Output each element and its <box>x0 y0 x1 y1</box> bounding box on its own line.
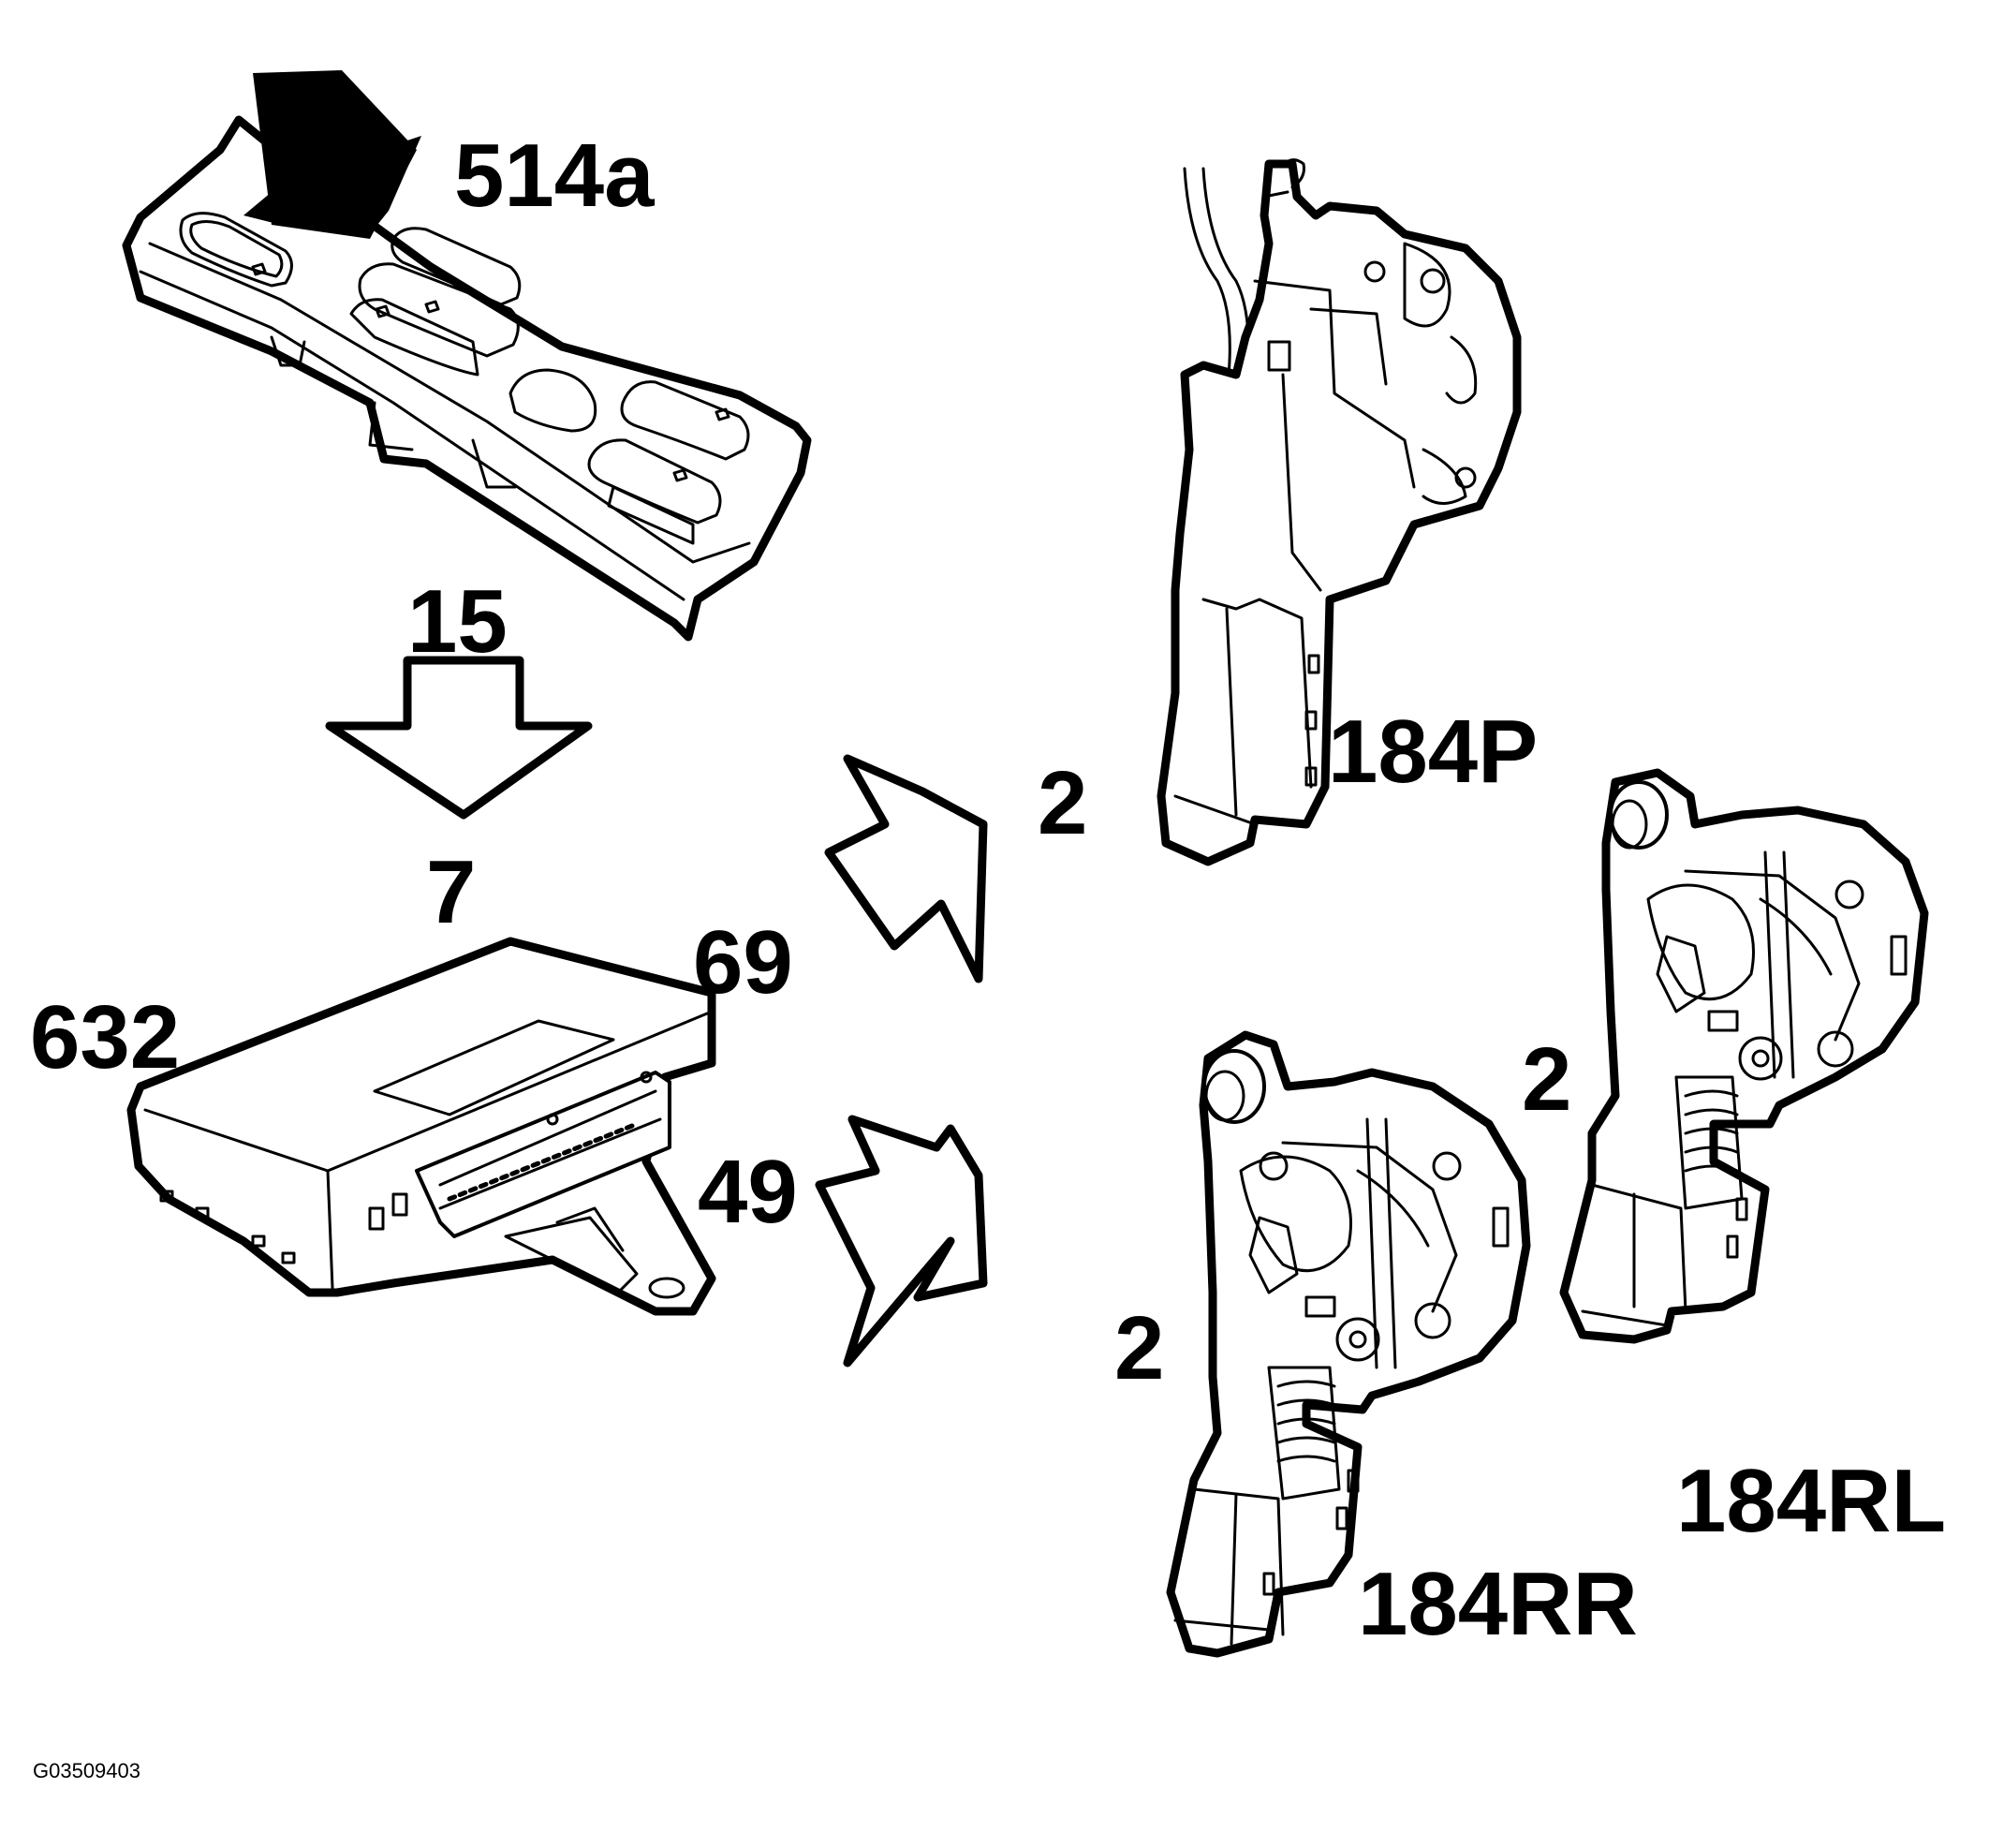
module-label: 632 <box>30 987 181 1087</box>
door-lock-actuator-front <box>1157 158 1522 866</box>
lock-rr-label: 184RR <box>1358 1554 1638 1654</box>
wire-count-rl-label: 2 <box>1522 1029 1572 1130</box>
lock-p-label: 184P <box>1328 702 1539 802</box>
door-lock-actuator-rear-right <box>1166 1030 1531 1658</box>
hollow-down-arrow-icon <box>325 656 593 820</box>
door-lock-actuator-rear-left <box>1559 768 1929 1344</box>
switch-panel-label: 514a <box>454 126 655 226</box>
lock-rl-label: 184RL <box>1676 1451 1947 1551</box>
figure-id: G03509403 <box>33 1759 140 1782</box>
wire-count-p-label: 2 <box>1038 753 1088 853</box>
wire-count-top-label: 15 <box>407 571 508 672</box>
control-module <box>126 937 716 1316</box>
wire-count-mid-label: 7 <box>426 842 477 942</box>
connector-a-label: 69 <box>693 912 793 1013</box>
hollow-zigzag-arrow-up-icon <box>824 754 988 983</box>
connector-b-label: 49 <box>698 1142 798 1242</box>
hollow-zigzag-arrow-down-icon <box>815 1115 988 1368</box>
window-switch-panel <box>122 70 812 642</box>
wire-count-rr-label: 2 <box>1114 1298 1165 1398</box>
